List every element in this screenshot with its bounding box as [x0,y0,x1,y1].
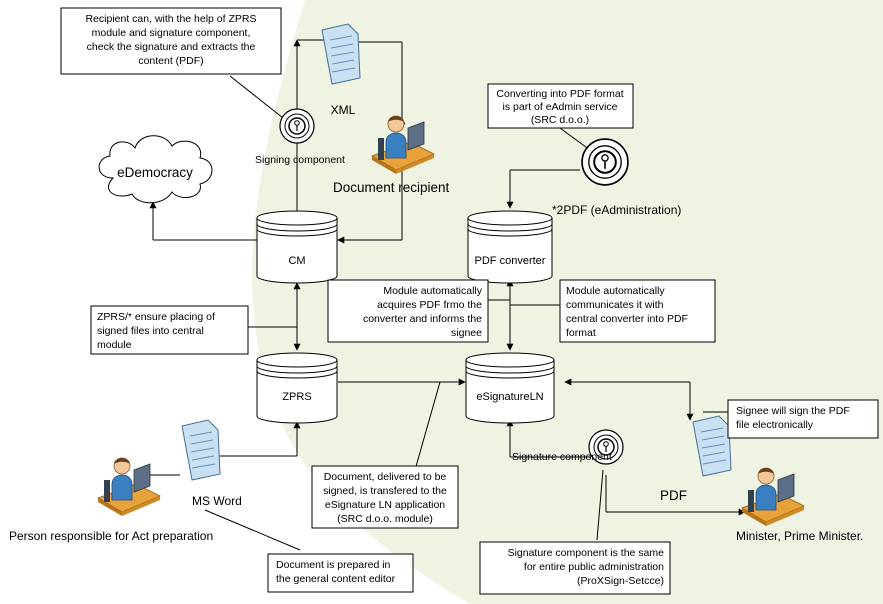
act-preparer-person-icon [97,457,161,517]
svg-text:the general content editor: the general content editor [276,573,396,585]
svg-text:(ProXSign-Setcce): (ProXSign-Setcce) [577,575,664,587]
ms-word-document-icon [181,419,221,481]
note-acquires: Module automatically acquires PDF frmo t… [327,279,489,343]
xml-label: XML [331,103,356,117]
pdf-converter-label: PDF converter [475,255,546,267]
db-cm: CM [256,210,338,284]
svg-text:Recipient can, with the help o: Recipient can, with the help of ZPRS [85,13,256,25]
zprs-label: ZPRS [282,391,311,403]
svg-text:acquires PDF frmo the: acquires PDF frmo the [377,299,482,311]
svg-text:central converter into PDF: central converter into PDF [566,313,688,325]
svg-text:Signee will sign the PDF: Signee will sign the PDF [736,405,850,417]
svg-text:module: module [97,339,132,351]
signature-component-label: Signature component [512,451,612,463]
svg-text:Module automatically: Module automatically [566,285,665,297]
svg-text:check the signature and extrac: check the signature and extracts the [87,41,256,53]
svg-text:Document, delivered to be: Document, delivered to be [324,471,447,483]
svg-text:signed, is transfered to the: signed, is transfered to the [323,485,447,497]
svg-text:content (PDF): content (PDF) [138,55,203,67]
svg-text:module and signature component: module and signature component, [92,27,251,39]
svg-text:eSignature LN application: eSignature LN application [325,499,445,511]
db-pdf-converter: PDF converter [467,210,553,284]
document-recipient-label: Document recipient [333,180,450,195]
svg-text:communicates it with: communicates it with [566,299,664,311]
db-zprs: ZPRS [256,352,338,424]
note-signee-sign: Signee will sign the PDF file electronic… [727,399,879,439]
svg-text:(SRC d.o.o.): (SRC d.o.o.) [531,114,589,126]
esignature-label: eSignatureLN [476,391,543,403]
edemocracy-label: eDemocracy [117,165,193,180]
connectors [149,39,746,551]
signing-component-seal-icon [279,108,315,144]
note-signature-same: Signature component is the same for enti… [479,541,671,595]
svg-text:Converting into PDF format: Converting into PDF format [496,88,623,100]
svg-text:signee: signee [451,327,482,339]
svg-text:file electronically: file electronically [736,419,814,431]
note-delivered: Document, delivered to be signed, is tra… [311,465,459,529]
svg-text:for entire public administrati: for entire public administration [524,561,664,573]
note-prepared: Document is prepared in the general cont… [267,553,414,593]
svg-text:Signature component is the sam: Signature component is the same [508,547,665,559]
svg-text:Document is prepared in: Document is prepared in [276,559,391,571]
svg-text:Module automatically: Module automatically [383,285,482,297]
minister-label: Minister, Prime Minister. [736,529,863,543]
cm-label: CM [288,255,305,267]
svg-text:format: format [566,327,596,339]
pdf-label: PDF [660,488,687,503]
note-converting: Converting into PDF format is part of eA… [487,83,634,129]
svg-text:(SRC d.o.o. module): (SRC d.o.o. module) [337,513,433,525]
ms-word-label: MS Word [192,494,242,508]
svg-text:ZPRS/* ensure placing of: ZPRS/* ensure placing of [97,311,215,323]
note-communicates: Module automatically communicates it wit… [559,279,716,343]
signing-component-label: Signing component [255,154,345,166]
svg-text:is part of eAdmin service: is part of eAdmin service [503,101,618,113]
two-pdf-label: *2PDF (eAdministration) [552,203,681,217]
two-pdf-seal-icon [581,138,629,186]
svg-text:converter and informs the: converter and informs the [363,313,482,325]
note-recipient: Recipient can, with the help of ZPRS mod… [60,7,282,75]
db-esignature: eSignatureLN [465,352,555,424]
note-zprs-ensure: ZPRS/* ensure placing of signed files in… [90,305,249,355]
person-responsible-label: Person responsible for Act preparation [9,529,213,543]
edemocracy-cloud: eDemocracy [98,135,213,204]
svg-text:signed files into central: signed files into central [97,325,204,337]
